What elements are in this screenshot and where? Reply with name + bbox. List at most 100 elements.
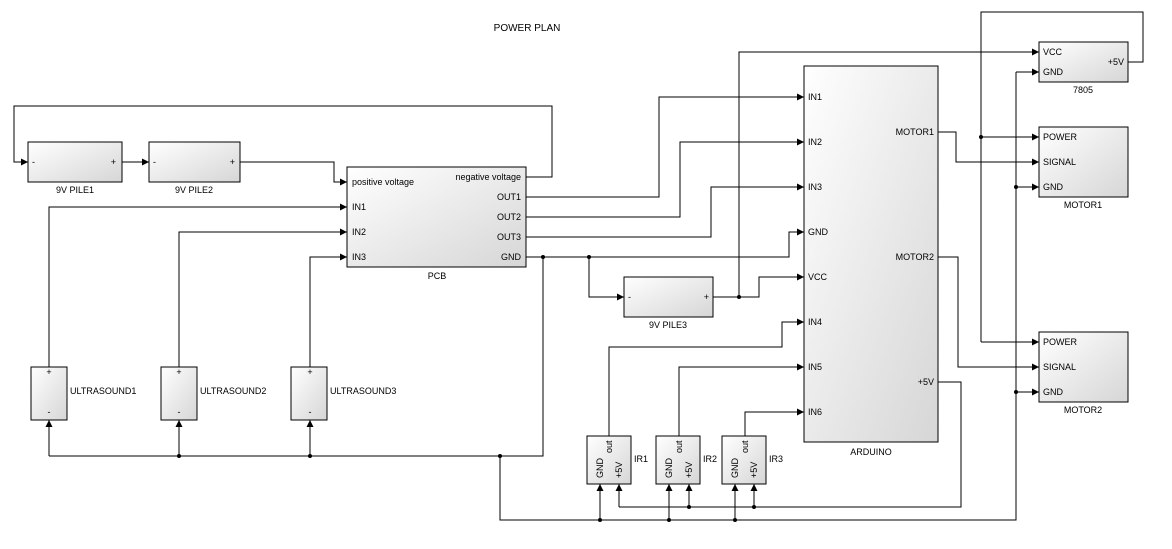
wire-pcb-negative-to-pile1 bbox=[13, 105, 553, 178]
junction bbox=[979, 135, 983, 139]
junction bbox=[667, 518, 671, 522]
wire-pcb-out1-to-arduino-in1 bbox=[526, 93, 804, 198]
wire-ground-bus-lower bbox=[499, 72, 1017, 521]
port-minus: - bbox=[178, 407, 181, 417]
block-body bbox=[655, 435, 701, 485]
wire-ultrasound1-to-pcb-in1 bbox=[48, 203, 347, 367]
block-motor1[interactable]: POWER SIGNAL GND MOTOR1 bbox=[1038, 126, 1129, 210]
port-5v: +5V bbox=[918, 377, 934, 387]
port-gnd: GND bbox=[730, 458, 740, 479]
port-gnd: GND bbox=[501, 252, 522, 262]
block-body bbox=[623, 276, 714, 318]
block-ir3[interactable]: GND +5V out IR3 bbox=[721, 435, 783, 485]
wire-ir3-out-to-arduino-in6 bbox=[744, 408, 804, 436]
junction bbox=[587, 255, 591, 259]
block-label: ULTRASOUND1 bbox=[70, 386, 136, 396]
wire-ground-bus-upper bbox=[49, 257, 544, 457]
wire-ultrasound2-to-pcb-in2 bbox=[178, 228, 347, 367]
port-negative-voltage: negative voltage bbox=[455, 172, 521, 182]
wire-pcb-out2-to-arduino-in2 bbox=[526, 138, 804, 218]
port-vcc: VCC bbox=[808, 272, 828, 282]
port-minus: - bbox=[309, 407, 312, 417]
block-body bbox=[290, 366, 328, 421]
block-9v-pile2[interactable]: - + 9V PILE2 bbox=[148, 141, 241, 195]
block-body bbox=[30, 366, 68, 421]
block-pcb[interactable]: positive voltage IN1 IN2 IN3 negative vo… bbox=[346, 166, 527, 281]
block-label: IR2 bbox=[703, 454, 717, 464]
port-in3: IN3 bbox=[352, 252, 366, 262]
wire-ir2-out-to-arduino-in5 bbox=[678, 363, 804, 436]
junction bbox=[177, 454, 181, 458]
wire-pcb-gnd-to-arduino-gnd bbox=[526, 228, 804, 258]
port-out3: OUT3 bbox=[497, 232, 521, 242]
block-label: 9V PILE1 bbox=[56, 185, 94, 195]
block-ultrasound3[interactable]: + - ULTRASOUND3 bbox=[290, 366, 396, 421]
port-in3: IN3 bbox=[808, 182, 822, 192]
block-label: ARDUINO bbox=[850, 447, 892, 457]
port-in2: IN2 bbox=[808, 137, 822, 147]
block-body bbox=[586, 435, 632, 485]
block-9v-pile3[interactable]: - + 9V PILE3 bbox=[623, 276, 714, 330]
wire-gnd-to-pile3 bbox=[588, 257, 624, 301]
block-body bbox=[1038, 41, 1129, 83]
junction bbox=[308, 454, 312, 458]
port-plus: + bbox=[46, 367, 51, 377]
wire-regulator-5v-to-motor-power bbox=[980, 11, 1144, 342]
block-label: IR1 bbox=[634, 454, 648, 464]
block-arduino[interactable]: IN1 IN2 IN3 GND VCC IN4 IN5 IN6 MOTOR1 M… bbox=[803, 65, 939, 457]
diagram-title: POWER PLAN bbox=[494, 23, 561, 34]
junction bbox=[541, 255, 545, 259]
block-motor2[interactable]: POWER SIGNAL GND MOTOR2 bbox=[1038, 331, 1129, 415]
junction bbox=[598, 518, 602, 522]
block-label: 7805 bbox=[1073, 85, 1093, 95]
block-ultrasound2[interactable]: + - ULTRASOUND2 bbox=[160, 366, 266, 421]
port-in5: IN5 bbox=[808, 362, 822, 372]
wire-ir1-out-to-arduino-in4 bbox=[608, 318, 804, 436]
port-in4: IN4 bbox=[808, 317, 822, 327]
junction bbox=[1014, 185, 1018, 189]
port-out: out bbox=[740, 440, 750, 453]
block-label: 9V PILE3 bbox=[649, 320, 687, 330]
port-gnd: GND bbox=[808, 227, 829, 237]
junction bbox=[737, 295, 741, 299]
port-minus: - bbox=[32, 157, 35, 167]
block-body bbox=[346, 166, 527, 268]
port-gnd: GND bbox=[664, 458, 674, 479]
port-plus: + bbox=[176, 367, 181, 377]
port-5v: +5V bbox=[749, 462, 759, 478]
port-power: POWER bbox=[1043, 132, 1078, 142]
block-7805-regulator[interactable]: VCC GND +5V 7805 bbox=[1038, 41, 1129, 95]
block-label: PCB bbox=[428, 271, 447, 281]
port-gnd: GND bbox=[1043, 67, 1064, 77]
port-signal: SIGNAL bbox=[1043, 157, 1076, 167]
block-label: MOTOR2 bbox=[1064, 405, 1102, 415]
port-vcc: VCC bbox=[1043, 47, 1063, 57]
port-gnd: GND bbox=[595, 458, 605, 479]
port-out: out bbox=[674, 440, 684, 453]
block-body bbox=[27, 141, 123, 183]
port-motor2: MOTOR2 bbox=[896, 252, 934, 262]
wire-pcb-out3-to-arduino-in3 bbox=[526, 183, 804, 238]
wire-arduino-motor2-to-signal bbox=[938, 256, 1039, 371]
port-minus: - bbox=[48, 407, 51, 417]
junction bbox=[498, 454, 502, 458]
port-plus: + bbox=[230, 157, 235, 167]
block-ir2[interactable]: GND +5V out IR2 bbox=[655, 435, 717, 485]
block-9v-pile1[interactable]: - + 9V PILE1 bbox=[27, 141, 123, 195]
port-plus: + bbox=[111, 157, 116, 167]
port-5v: +5V bbox=[614, 462, 624, 478]
block-body bbox=[1038, 331, 1129, 403]
port-in1: IN1 bbox=[352, 202, 366, 212]
port-plus: + bbox=[704, 292, 709, 302]
port-out: out bbox=[604, 440, 614, 453]
port-positive-voltage: positive voltage bbox=[352, 177, 414, 187]
block-body bbox=[1038, 126, 1129, 198]
block-body bbox=[721, 435, 767, 485]
block-label: MOTOR1 bbox=[1064, 200, 1102, 210]
block-ir1[interactable]: GND +5V out IR1 bbox=[586, 435, 648, 485]
block-ultrasound1[interactable]: + - ULTRASOUND1 bbox=[30, 366, 136, 421]
block-label: ULTRASOUND3 bbox=[330, 386, 396, 396]
junctions bbox=[177, 135, 1018, 522]
junction bbox=[687, 505, 691, 509]
block-body bbox=[160, 366, 198, 421]
